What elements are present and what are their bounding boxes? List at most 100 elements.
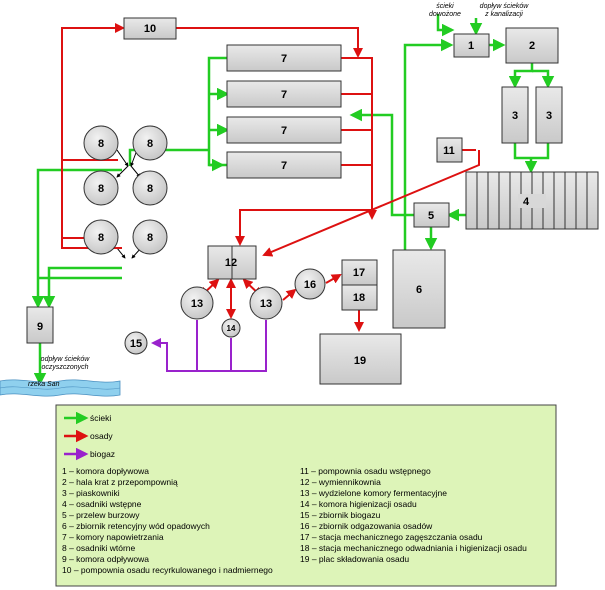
- unit-3a-label: 3: [512, 110, 518, 122]
- unit-7-label: 7: [281, 125, 287, 137]
- sludge-10-to-7: [175, 27, 363, 58]
- annotation-outflow: odpływ ścieków oczyszczonych: [41, 356, 91, 371]
- annotation-outflow-line2: oczyszczonych: [41, 364, 88, 371]
- legend-flow-label: biogaz: [90, 449, 115, 459]
- unit-10: 10: [123, 17, 177, 40]
- annotation-sewer: dopływ ścieków z kanalizacji: [480, 3, 530, 18]
- unit-7-label: 7: [281, 53, 287, 65]
- biogas-flows: [151, 320, 267, 372]
- legend-item: 16 – zbiornik odgazowania osadów: [300, 521, 433, 531]
- legend-item: 5 – przelew burzowy: [62, 510, 140, 520]
- unit-19-label: 19: [354, 355, 366, 367]
- legend-item: 7 – komory napowietrzania: [62, 532, 164, 542]
- annotation-outflow-line1: odpływ ścieków: [41, 356, 91, 363]
- legend: ścieki osady biogaz 1 – komora dopływowa…: [55, 404, 557, 587]
- unit-11: 11: [436, 137, 463, 163]
- flow-8-to-9-b: [42, 266, 122, 309]
- sludge-7-trunk: [341, 57, 377, 220]
- unit-8-b: 8: [132, 125, 168, 161]
- legend-item: 14 – komora higienizacji osadu: [300, 499, 417, 509]
- legend-item: 17 – stacja mechanicznego zagęszczania o…: [300, 532, 483, 542]
- river-san: rzeka San: [0, 379, 121, 397]
- annotation-delivered-line1: ścieki: [436, 3, 454, 10]
- flow-2-to-3b: [532, 69, 555, 89]
- biogas-14: [197, 338, 232, 372]
- unit-6: 6: [392, 249, 446, 329]
- unit-7-row3: 7: [226, 116, 342, 144]
- unit-5-label: 5: [428, 210, 434, 222]
- unit-16-label: 16: [304, 279, 316, 291]
- flow-8-to-9-a: [31, 168, 122, 309]
- legend-item: 15 – zbiornik biogazu: [300, 510, 381, 520]
- unit-9-label: 9: [37, 321, 43, 333]
- unit-13-label: 13: [191, 298, 203, 310]
- annotation-sewer-line1: dopływ ścieków: [480, 3, 530, 10]
- unit-18: 18: [341, 284, 378, 311]
- unit-12-label: 12: [225, 257, 237, 269]
- flow-delivered-to-1: [436, 14, 455, 37]
- unit-4: 4: [465, 171, 599, 230]
- legend-item: 10 – pompownia osadu recyrkulowanego i n…: [62, 565, 273, 575]
- dist-8a: [116, 149, 129, 167]
- legend-item: 13 – wydzielone komory fermentacyjne: [300, 488, 447, 498]
- legend-flow-label: ścieki: [90, 413, 111, 423]
- legend-flow-wastewater: ścieki: [64, 411, 111, 425]
- unit-7-row1: 7: [226, 44, 342, 72]
- unit-8-group: 8 8 8 8 8 8: [83, 125, 168, 255]
- unit-8-f: 8: [132, 219, 168, 255]
- unit-15-label: 15: [130, 338, 142, 350]
- unit-17-label: 17: [353, 267, 365, 279]
- flow-7-to-8: [128, 148, 209, 166]
- unit-9: 9: [26, 306, 54, 344]
- unit-2-label: 2: [529, 40, 535, 52]
- unit-7-row2: 7: [226, 80, 342, 108]
- legend-item: 8 – osadniki wtórne: [62, 543, 136, 553]
- unit-13b: 13: [249, 286, 283, 320]
- legend-item: 9 – komora odpływowa: [62, 554, 149, 564]
- unit-14-label: 14: [227, 324, 236, 333]
- unit-3a: 3: [501, 86, 529, 144]
- legend-flow-label: osady: [90, 431, 113, 441]
- unit-2: 2: [505, 27, 559, 64]
- unit-13a: 13: [180, 286, 214, 320]
- biogas-13b: [231, 320, 267, 372]
- unit-7-row4: 7: [226, 151, 342, 179]
- legend-flow-sludge: osady: [64, 429, 113, 443]
- sludge-to-12: [235, 209, 372, 246]
- unit-15: 15: [124, 331, 148, 355]
- unit-6-label: 6: [416, 284, 422, 296]
- unit-8-label: 8: [147, 138, 153, 150]
- unit-5: 5: [413, 202, 450, 228]
- sludge-16-to-17: [325, 274, 342, 284]
- dist-8e: [116, 247, 126, 259]
- flow-6-to-1: [403, 38, 454, 250]
- unit-8-label: 8: [98, 138, 104, 150]
- wastewater-flows: [31, 14, 555, 386]
- unit-3b-label: 3: [546, 110, 552, 122]
- unit-8-c: 8: [83, 170, 119, 206]
- unit-18-label: 18: [353, 292, 365, 304]
- legend-left-list: 1 – komora dopływowa 2 – hala krat z prz…: [62, 466, 273, 575]
- annotation-sewer-line2: z kanalizacji: [484, 11, 523, 18]
- annotation-delivered: ścieki dowożone: [429, 3, 461, 18]
- flow-7-collector: [207, 56, 227, 167]
- biogas-13a-to-15: [151, 320, 198, 372]
- flow-3-merge: [513, 143, 550, 160]
- sludge-13-to-16: [282, 288, 297, 301]
- legend-item: 11 – pompownia osadu wstępnego: [300, 466, 431, 476]
- annotation-delivered-line2: dowożone: [429, 11, 461, 18]
- unit-8-label: 8: [147, 232, 153, 244]
- legend-flow-biogas: biogaz: [64, 447, 115, 461]
- unit-14: 14: [221, 318, 241, 338]
- unit-1: 1: [453, 33, 490, 58]
- legend-right-list: 11 – pompownia osadu wstępnego 12 – wymi…: [300, 466, 527, 564]
- unit-8-label: 8: [147, 183, 153, 195]
- legend-item: 19 – plac składowania osadu: [300, 554, 409, 564]
- sludge-11-to-12: [262, 150, 480, 257]
- unit-7-label: 7: [281, 160, 287, 172]
- legend-item: 1 – komora dopływowa: [62, 466, 149, 476]
- legend-item: 3 – piaskowniki: [62, 488, 120, 498]
- unit-8-d: 8: [132, 170, 168, 206]
- unit-8-a: 8: [83, 125, 119, 161]
- unit-19: 19: [319, 333, 402, 385]
